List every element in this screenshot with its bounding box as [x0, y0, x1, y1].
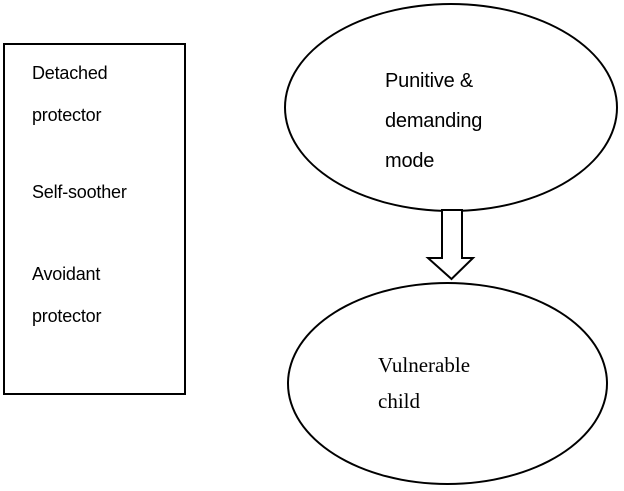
- coping-mode-label-avoidant-protector: Avoidant protector: [32, 264, 102, 326]
- coping-mode-label-self-soother: Self-soother: [32, 182, 127, 202]
- coping-mode-label-detached-protector: Detached protector: [32, 63, 108, 125]
- down-block-arrow-icon: [425, 209, 476, 281]
- coping-modes-box: [3, 43, 186, 395]
- punitive-demanding-mode-label: Punitive & demanding mode: [385, 70, 483, 172]
- punitive-demanding-mode-ellipse: [284, 3, 618, 212]
- vulnerable-child-ellipse: [287, 282, 608, 485]
- vulnerable-child-label: Vulnerable child: [378, 353, 471, 413]
